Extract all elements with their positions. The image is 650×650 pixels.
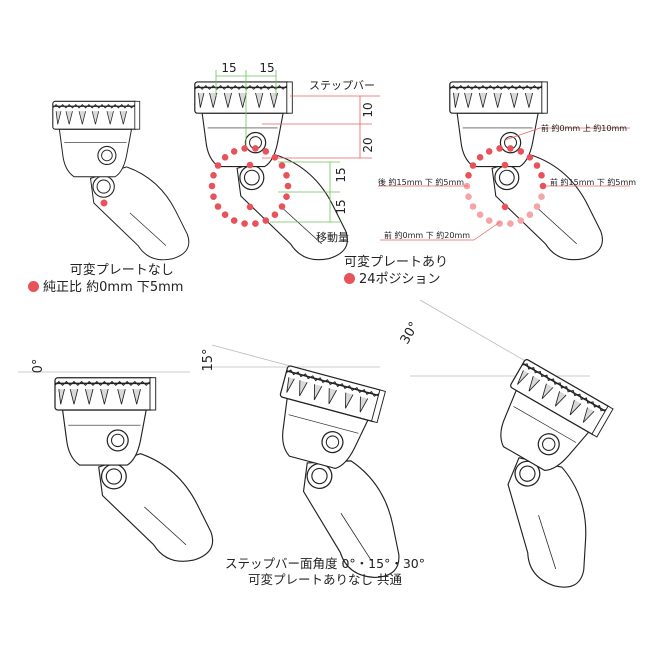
position-dot [538, 172, 545, 179]
travel-label: 移動量 [316, 230, 349, 244]
angle-caption-line2: 可変プレートありなし 共通 [248, 572, 402, 587]
position-dot [278, 203, 286, 210]
position-dot [485, 217, 493, 224]
position-dot [517, 217, 525, 224]
position-dot [485, 148, 493, 155]
angle-0-view [18, 371, 214, 563]
no-plate-note: 純正比 約0mm 下5mm [43, 280, 184, 295]
position-dot [476, 154, 484, 161]
with-plate-caption: 可変プレートあり 24ポジション [344, 254, 448, 288]
no-plate-title: 可変プレートなし [69, 263, 174, 278]
dim-vertical-15a: 15 [334, 167, 348, 182]
position-dot-ring-shaded [463, 145, 547, 227]
position-dot [230, 217, 238, 224]
position-dot [507, 145, 514, 152]
position-dot [271, 211, 279, 218]
label-front-upper: 前 約0mm 上 約10mm [541, 123, 627, 133]
label-front-right: 前 約15mm 下 約5mm [550, 177, 636, 187]
position-dot [246, 203, 254, 211]
position-dot [526, 154, 534, 161]
mount-drawing-no-plate [52, 100, 190, 261]
position-dot [278, 162, 286, 169]
label-front-lower: 前 約0mm 下 約20mm [384, 230, 470, 240]
position-dot [496, 220, 503, 227]
position-dot [283, 172, 290, 179]
position-dot [221, 154, 229, 161]
angle-caption-line1: ステップバー面角度 0°・15°・30° [225, 556, 425, 571]
position-dot [501, 161, 509, 169]
with-plate-note: 24ポジション [359, 272, 441, 287]
position-dot [469, 203, 477, 210]
position-dot [210, 193, 217, 200]
position-dot-ring [208, 145, 292, 227]
position-dot [230, 148, 238, 155]
position-dot [210, 172, 217, 179]
no-plate-note-row: 純正比 約0mm 下5mm [28, 279, 183, 296]
position-dot [496, 145, 503, 152]
leader-lines [378, 127, 630, 241]
angle-30-view [410, 299, 650, 598]
with-plate-title: 可変プレートあり [344, 255, 449, 270]
dim-vertical-15b: 15 [334, 199, 348, 214]
position-dot [283, 193, 290, 200]
dim-vertical-10: 10 [361, 102, 375, 117]
dim-vertical-20: 20 [361, 137, 375, 152]
position-dot [246, 161, 254, 169]
angle-15-view [211, 344, 442, 585]
position-dot [262, 217, 270, 224]
dimension-guides [215, 70, 380, 223]
position-dot [533, 203, 541, 210]
position-dot [507, 220, 514, 227]
position-dot [465, 193, 472, 200]
position-dot [465, 172, 472, 179]
position-dot [526, 211, 534, 218]
position-dot [501, 203, 509, 211]
position-dot [214, 162, 222, 169]
position-dot [208, 182, 216, 190]
mount-drawing-positions [449, 81, 604, 261]
position-dot [517, 148, 525, 155]
position-dot [100, 199, 108, 207]
angle-15-label: 15° [201, 348, 216, 371]
bullet-dot [28, 281, 39, 292]
position-dot [221, 211, 229, 218]
label-rear: 後 約15mm 下 約5mm [378, 177, 464, 187]
position-dot [271, 154, 279, 161]
position-dot [241, 220, 248, 227]
position-dot [533, 162, 541, 169]
position-dot [284, 182, 292, 190]
angle-30-label: 30° [398, 320, 423, 347]
position-dot [241, 145, 248, 152]
position-dot [262, 148, 270, 155]
position-dot [469, 162, 477, 169]
angle-caption: ステップバー面角度 0°・15°・30° 可変プレートありなし 共通 [0, 556, 650, 588]
no-plate-caption: 可変プレートなし 純正比 約0mm 下5mm [28, 262, 183, 296]
position-dot [214, 203, 222, 210]
dim-horizontal-2: 15 [259, 61, 274, 75]
position-dot [539, 182, 547, 190]
position-dot [252, 220, 259, 227]
bullet-dot [344, 273, 355, 284]
with-plate-note-row: 24ポジション [344, 271, 448, 288]
position-dot [252, 145, 259, 152]
position-dot [538, 193, 545, 200]
footpeg-label: ステップバー [309, 79, 375, 92]
position-dot [476, 211, 484, 218]
dim-horizontal-1: 15 [221, 61, 236, 75]
angle-0-label: 0° [31, 359, 46, 374]
